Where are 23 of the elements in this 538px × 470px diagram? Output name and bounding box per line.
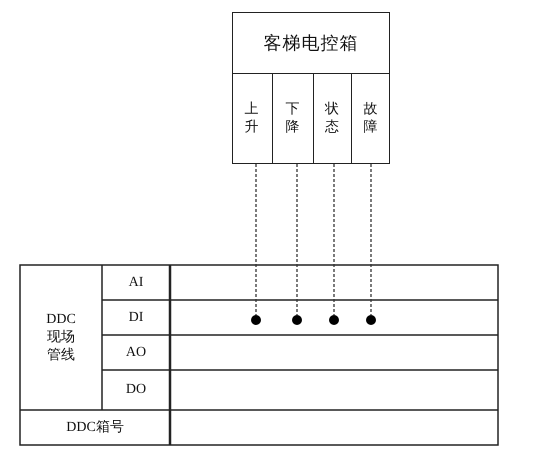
connection-dot <box>329 315 339 325</box>
label-text: DO <box>126 381 146 399</box>
box-title: 客梯电控箱 <box>264 32 358 55</box>
label-text: 状态 <box>324 100 340 136</box>
label-text: 上升 <box>244 100 260 136</box>
connection-dot <box>366 315 376 325</box>
signal-cell <box>350 72 390 164</box>
connection-dot <box>251 315 261 325</box>
label-text: 故障 <box>362 100 378 136</box>
dashed-connector <box>333 164 335 315</box>
dashed-connector <box>370 164 372 315</box>
signal-cell <box>272 72 312 164</box>
label-text: 下降 <box>284 100 300 136</box>
dashed-connector <box>255 164 257 315</box>
label-text: DDC箱号 <box>66 418 124 436</box>
connection-dot <box>292 315 302 325</box>
label-text: AI <box>128 274 144 292</box>
dashed-connector <box>296 164 298 315</box>
control-box <box>232 12 390 164</box>
signal-cell <box>312 72 350 164</box>
label-text: AO <box>126 344 146 362</box>
label-text: DI <box>128 308 144 326</box>
label-text: DDC现场管线 <box>45 310 77 364</box>
